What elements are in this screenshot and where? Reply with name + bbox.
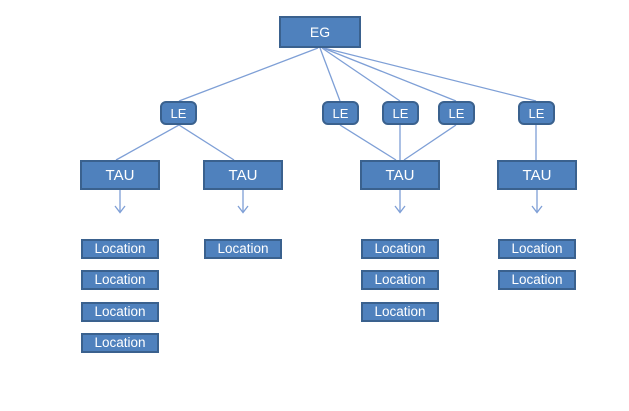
node-location-1-2: Location [81, 270, 159, 290]
node-location-3-1: Location [361, 239, 439, 259]
edge-le4-tau3 [403, 124, 457, 161]
edge-le2-tau3 [339, 124, 397, 161]
arrow-tau2-locations [237, 190, 249, 214]
node-tau-1: TAU [80, 160, 160, 190]
node-eg: EG [279, 16, 361, 48]
arrow-tau4-locations [531, 190, 543, 214]
node-le-4: LE [438, 101, 475, 125]
edge-eg-le5 [323, 47, 537, 102]
edge-le1-tau2 [178, 124, 235, 161]
node-location-2-1: Location [204, 239, 282, 259]
edge-le1-tau1 [115, 124, 180, 161]
node-tau-2: TAU [203, 160, 283, 190]
node-location-1-3: Location [81, 302, 159, 322]
node-le-5: LE [518, 101, 555, 125]
edge-eg-le3 [321, 47, 401, 102]
edge-eg-le4 [322, 47, 457, 102]
arrow-tau3-locations [394, 190, 406, 214]
node-le-1: LE [160, 101, 197, 125]
node-tau-4: TAU [497, 160, 577, 190]
edge-eg-le1 [178, 47, 319, 102]
edge-eg-le2 [319, 47, 341, 102]
node-le-3: LE [382, 101, 419, 125]
node-location-4-1: Location [498, 239, 576, 259]
arrow-tau1-locations [114, 190, 126, 214]
node-location-3-3: Location [361, 302, 439, 322]
node-tau-3: TAU [360, 160, 440, 190]
node-location-3-2: Location [361, 270, 439, 290]
node-location-1-4: Location [81, 333, 159, 353]
node-le-2: LE [322, 101, 359, 125]
node-location-1-1: Location [81, 239, 159, 259]
node-location-4-2: Location [498, 270, 576, 290]
